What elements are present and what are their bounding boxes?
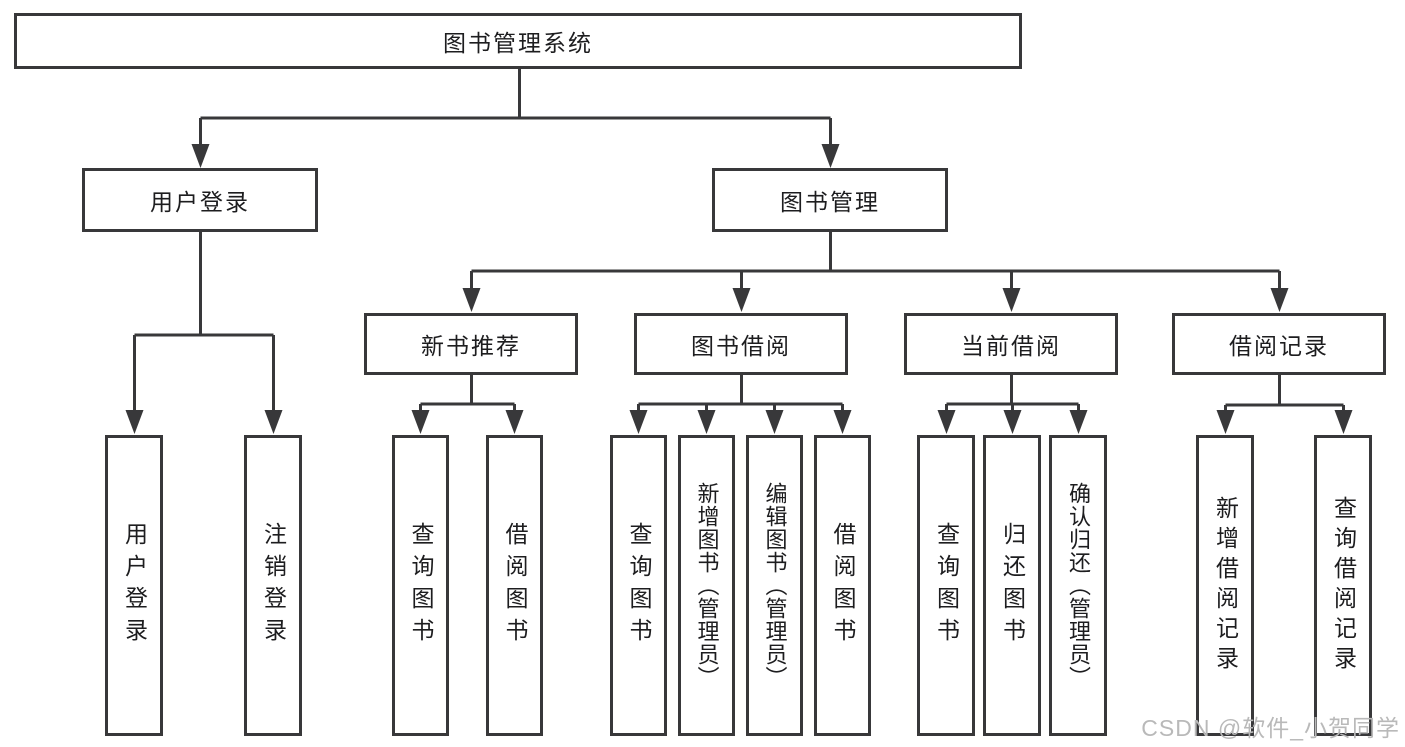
node-label: 归还图书 bbox=[999, 521, 1026, 650]
leaf-query-books-recommend: 查询图书 bbox=[392, 435, 449, 736]
leaf-borrow-books: 借阅图书 bbox=[814, 435, 871, 736]
node-label: 借阅记录 bbox=[1229, 333, 1329, 359]
node-label: 注销登录 bbox=[260, 521, 287, 650]
node-label: 查询借阅记录 bbox=[1330, 495, 1357, 676]
leaf-confirm-return-admin: 确认归还（管理员） bbox=[1049, 435, 1107, 736]
leaf-return-books: 归还图书 bbox=[983, 435, 1041, 736]
leaf-logout: 注销登录 bbox=[244, 435, 302, 736]
node-label: 用户登录 bbox=[150, 189, 250, 215]
leaf-query-books-current: 查询图书 bbox=[917, 435, 975, 736]
node-library-management-system: 图书管理系统 bbox=[14, 13, 1022, 69]
node-label: 图书管理系统 bbox=[443, 30, 593, 56]
node-current-borrowing: 当前借阅 bbox=[904, 313, 1118, 375]
node-label: 查询图书 bbox=[408, 521, 434, 650]
leaf-user-login: 用户登录 bbox=[105, 435, 163, 736]
node-label: 查询图书 bbox=[626, 521, 652, 650]
node-label: 新书推荐 bbox=[421, 333, 521, 359]
node-label: 当前借阅 bbox=[961, 333, 1061, 359]
node-label: 确认归还（管理员） bbox=[1066, 482, 1091, 689]
node-label: 用户登录 bbox=[121, 521, 148, 650]
node-label: 借阅图书 bbox=[830, 521, 856, 650]
node-new-book-recommendation: 新书推荐 bbox=[364, 313, 578, 375]
node-label: 编辑图书（管理员） bbox=[762, 482, 788, 689]
leaf-query-books-borrow: 查询图书 bbox=[610, 435, 667, 736]
node-label: 图书借阅 bbox=[691, 333, 791, 359]
csdn-watermark: CSDN @软件_小贺同学 bbox=[1141, 715, 1400, 741]
leaf-add-books-admin: 新增图书（管理员） bbox=[678, 435, 735, 736]
node-user-login: 用户登录 bbox=[82, 168, 318, 232]
node-label: 查询图书 bbox=[933, 521, 960, 650]
node-label: 借阅图书 bbox=[502, 521, 528, 650]
node-label: 新增图书（管理员） bbox=[694, 482, 720, 689]
node-label: 新增借阅记录 bbox=[1212, 495, 1239, 676]
node-book-borrowing: 图书借阅 bbox=[634, 313, 848, 375]
leaf-query-borrow-record: 查询借阅记录 bbox=[1314, 435, 1372, 736]
leaf-add-borrow-record: 新增借阅记录 bbox=[1196, 435, 1254, 736]
node-borrowing-records: 借阅记录 bbox=[1172, 313, 1386, 375]
node-label: 图书管理 bbox=[780, 189, 880, 215]
node-book-management: 图书管理 bbox=[712, 168, 948, 232]
leaf-edit-books-admin: 编辑图书（管理员） bbox=[746, 435, 803, 736]
leaf-borrow-books-recommend: 借阅图书 bbox=[486, 435, 543, 736]
